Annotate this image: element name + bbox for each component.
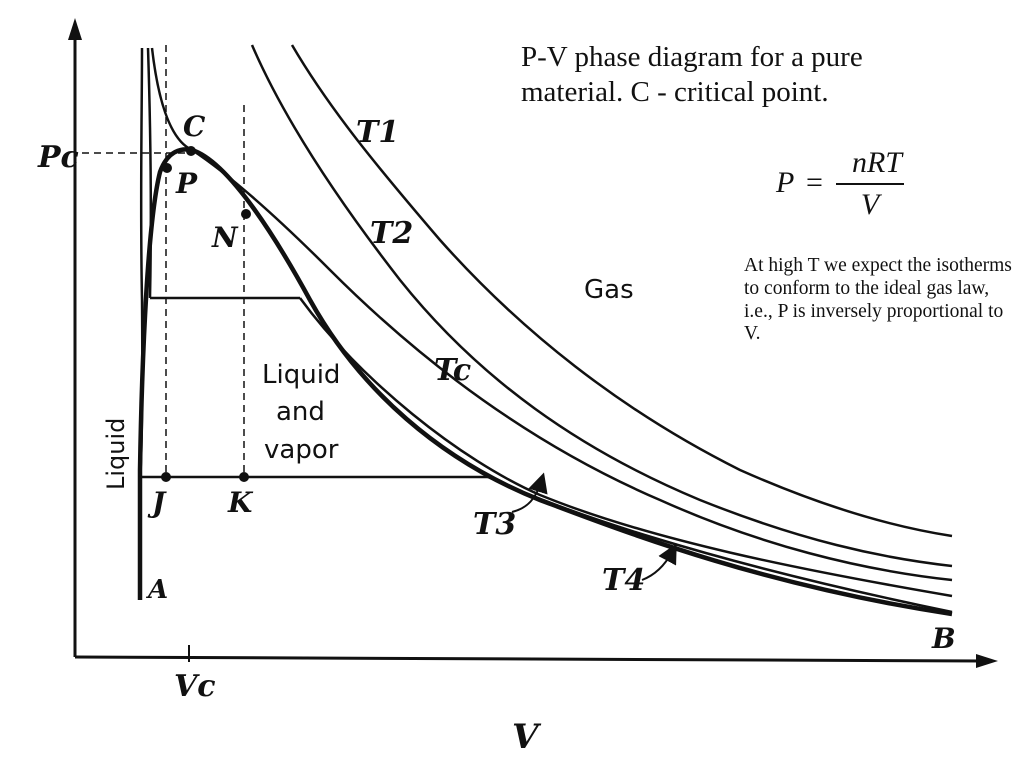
t4-leader-arrow — [641, 543, 677, 581]
x-axis-arrow-icon — [976, 654, 998, 668]
formula-lhs: P — [776, 166, 795, 199]
region-liquid-and-label: Liquid — [262, 360, 340, 390]
x-axis — [74, 655, 986, 663]
slide-title-line2: material. C - critical point. — [521, 76, 829, 108]
formula-numerator: nRT — [851, 146, 902, 179]
formula-equals: = — [806, 166, 823, 199]
point-j-dot — [161, 472, 171, 482]
label-a: A — [145, 575, 168, 605]
critical-point-c-dot — [186, 146, 196, 156]
label-n: N — [211, 221, 239, 254]
slide-title: P-V phase diagram for a pure material. C… — [521, 40, 961, 110]
label-t3: T3 — [473, 507, 516, 542]
ideal-gas-note: At high T we expect the isotherms to con… — [744, 255, 1012, 345]
point-k-dot — [239, 472, 249, 482]
x-axis-label: V — [512, 717, 542, 757]
vc-label: Vc — [174, 669, 216, 704]
isotherm-t4 — [138, 47, 953, 614]
point-p-dot — [162, 163, 172, 173]
label-tc: Tc — [434, 353, 471, 388]
label-j: J — [147, 486, 167, 519]
t3-leader-arrow — [511, 472, 548, 513]
slide-title-line1: P-V phase diagram for a pure — [521, 41, 863, 73]
isotherm-t3 — [146, 47, 953, 598]
region-gas-label: Gas — [584, 275, 634, 305]
pc-label: Pc — [37, 140, 79, 175]
region-and-label: and — [276, 397, 325, 427]
region-liquid-label: Liquid — [102, 418, 130, 490]
formula-denominator: V — [860, 188, 880, 221]
label-t2: T2 — [370, 216, 413, 251]
label-p: P — [175, 167, 198, 200]
isotherm-t2 — [250, 44, 953, 568]
label-c: C — [183, 110, 206, 143]
region-vapor-label: vapor — [264, 435, 339, 465]
y-axis-arrow-icon — [68, 18, 82, 40]
point-n-dot — [241, 209, 251, 219]
isotherm-t1 — [290, 44, 953, 538]
label-b: B — [931, 622, 956, 655]
formula-fraction-bar — [836, 183, 904, 185]
label-t1: T1 — [356, 115, 399, 150]
saturation-dome — [137, 147, 953, 617]
label-k: K — [227, 486, 254, 519]
label-t4: T4 — [602, 563, 645, 598]
